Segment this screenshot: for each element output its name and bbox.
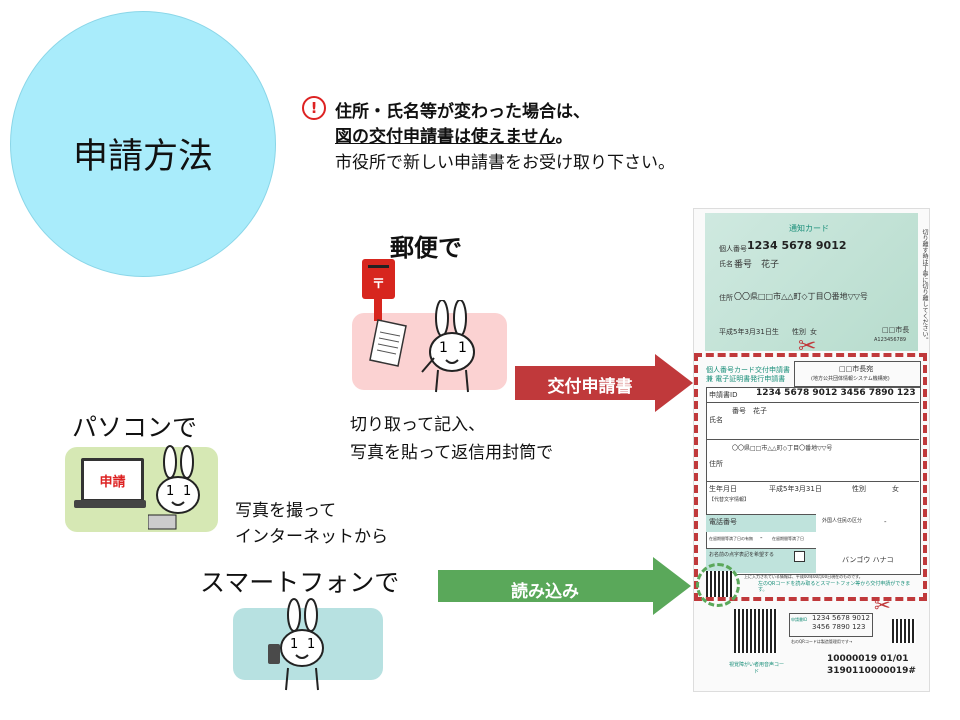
row-divider xyxy=(706,402,919,403)
form-name: 番号 花子 xyxy=(732,407,767,415)
gender-label: 性別 xyxy=(792,328,806,336)
stay-label1: 在留期間等満了日の有無 xyxy=(709,536,753,541)
app-id-label: 申請書ID xyxy=(709,391,738,399)
notice-line3: 市役所で新しい申請書をお受け取り下さい。 xyxy=(335,153,675,173)
qr-note: 左のQRコードを読み取るとスマートフォン等から交付申請ができます。 xyxy=(758,581,911,593)
laptop-screen-text: 申請 xyxy=(99,475,126,490)
laptop-keyboard xyxy=(74,500,146,508)
kana-name: バンゴウ ハナコ xyxy=(842,556,894,564)
mayor-box xyxy=(794,361,921,387)
smartphone-heading: スマートフォンで xyxy=(200,568,400,597)
form-address-label: 住所 xyxy=(709,460,723,468)
personal-no-label: 個人番号 xyxy=(719,245,747,253)
document-icon xyxy=(369,319,407,367)
mail-heading: 郵便で xyxy=(390,234,462,262)
mayor-text: □□市長宛 xyxy=(839,365,874,373)
issuer: □□市長 xyxy=(882,326,910,334)
form-address: 〇〇県□□市△△町◇丁目〇番地▽▽号 xyxy=(732,445,833,452)
voice-code-label: 視覚障がい者用音声コード xyxy=(729,662,785,675)
mgmt-qr-icon xyxy=(892,619,916,643)
alt-char-label: 【代替文字情報】 xyxy=(709,497,750,503)
svg-text:1: 1 xyxy=(307,637,315,652)
app-id2-line1: 1234 5678 9012 xyxy=(812,614,870,622)
braille-label: お名前の点字表記を希望する xyxy=(709,552,775,558)
green-arrow xyxy=(438,557,691,615)
stay-label2: 在留期間等満了日 xyxy=(772,536,804,541)
svg-text:1: 1 xyxy=(183,484,191,499)
address-label: 住所 xyxy=(719,294,733,302)
svg-text:1: 1 xyxy=(290,637,298,652)
notice-line2-underlined: 図の交付申請書は使えません xyxy=(335,127,556,147)
row-divider xyxy=(706,439,919,440)
notice-line1: 住所・氏名等が変わった場合は、 xyxy=(335,102,590,122)
cut-note: 切り離す時は丁寧に切り離してください。 xyxy=(921,229,928,343)
cut-line-box xyxy=(694,353,927,601)
pc-desc1: 写真を撮って xyxy=(235,501,337,521)
serial2: 3190110000019# xyxy=(827,666,916,676)
exclamation-circle-icon: ! xyxy=(302,96,326,120)
svg-text:1: 1 xyxy=(458,340,467,356)
phone-field xyxy=(706,514,816,532)
scissors-icon: ✂ xyxy=(798,334,817,359)
pc-heading: パソコンで xyxy=(72,413,198,442)
qr-highlight-circle xyxy=(696,563,740,607)
info-note: 上に入力されている情報は、平成00年00月00日現在のものです。 xyxy=(744,574,863,579)
card-title: 通知カード xyxy=(789,224,829,233)
mayor-sub: (地方公共団体情報システム機構宛) xyxy=(811,376,890,382)
foreign-label: 外国人住民の区分 xyxy=(822,518,863,524)
pc-desc2: インターネットから xyxy=(235,527,388,547)
mail-desc2: 写真を貼って返信用封筒で xyxy=(350,443,554,463)
svg-text:1: 1 xyxy=(439,340,448,356)
form-gender-label: 性別 xyxy=(852,485,866,493)
name-value: 番号 花子 xyxy=(734,260,780,270)
issue-code: A123456789 xyxy=(874,337,907,343)
phone-label: 電話番号 xyxy=(709,518,737,526)
row-divider xyxy=(706,481,919,482)
notice-line2: 図の交付申請書は使えません。 xyxy=(335,122,573,147)
application-form-image: 通知カード 個人番号 1234 5678 9012 氏名 番号 花子 住所 〇〇… xyxy=(693,208,930,692)
stay-value: - xyxy=(760,534,763,542)
red-arrow xyxy=(515,354,693,412)
app-id2-line2: 3456 7890 123 xyxy=(812,623,866,631)
application-form-arrow-label: 交付申請書 xyxy=(547,377,633,397)
title-circle xyxy=(10,11,276,277)
postbox-icon: 〒 xyxy=(362,259,395,299)
scissors-icon: ✂ xyxy=(874,593,891,617)
notice-line2-end: 。 xyxy=(555,127,573,147)
serial1: 10000019 01/01 xyxy=(827,654,909,664)
personal-no: 1234 5678 9012 xyxy=(747,239,847,252)
app-title1: 個人番号カード交付申請書 xyxy=(706,366,790,374)
address-value: 〇〇県□□市△△町◇丁目〇番地▽▽号 xyxy=(734,292,868,301)
app-id2-label: 申請書ID xyxy=(791,617,808,622)
gender-value: 女 xyxy=(810,328,817,336)
form-name-label: 氏名 xyxy=(709,416,723,424)
app-id2-box xyxy=(789,613,873,637)
name-label: 氏名 xyxy=(719,260,733,268)
app-title2: 兼 電子証明書発行申請書 xyxy=(706,375,786,383)
voice-code-qr-icon xyxy=(734,609,778,653)
page-title: 申請方法 xyxy=(72,137,213,177)
svg-text:1: 1 xyxy=(166,484,174,499)
form-birth: 平成5年3月31日 xyxy=(769,485,822,493)
form-gender: 女 xyxy=(892,485,899,493)
laptop-icon: 申請 xyxy=(81,458,144,502)
app-id: 1234 5678 9012 3456 7890 123 xyxy=(756,388,916,398)
notification-card xyxy=(705,213,918,351)
mgmt-note: 右のQRコードは製造管理用です→ xyxy=(791,639,853,644)
birth-date: 平成5年3月31日生 xyxy=(719,328,779,336)
form-birth-label: 生年月日 xyxy=(709,485,737,493)
postbox-post xyxy=(374,299,382,321)
read-in-arrow-label: 読み込み xyxy=(511,582,579,602)
mail-desc1: 切り取って記入、 xyxy=(350,415,486,435)
foreign-value: - xyxy=(884,518,887,526)
braille-checkbox[interactable] xyxy=(794,551,805,562)
